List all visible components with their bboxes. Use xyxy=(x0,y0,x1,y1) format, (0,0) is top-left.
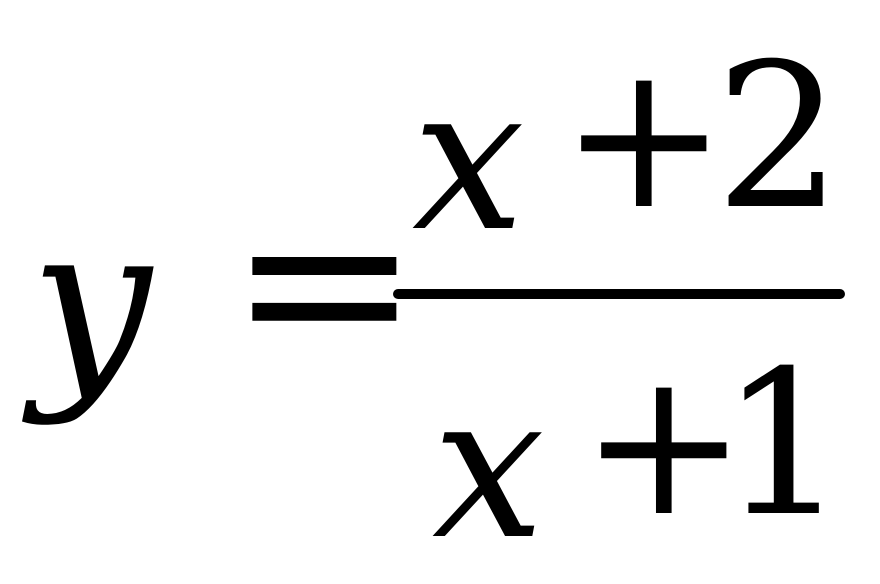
numerator-plus-sign: + xyxy=(560,21,728,254)
numerator-constant: 2 xyxy=(715,21,843,254)
denominator-variable: x xyxy=(432,351,545,584)
fraction-bar xyxy=(393,289,845,299)
numerator-variable: x xyxy=(412,43,525,276)
lhs-variable-y: y xyxy=(30,177,152,428)
equation: y = x + 2 x + 1 xyxy=(30,21,848,584)
denominator-constant: 1 xyxy=(720,328,848,561)
equals-sign: = xyxy=(228,149,421,416)
denominator-plus-sign: + xyxy=(580,328,748,561)
